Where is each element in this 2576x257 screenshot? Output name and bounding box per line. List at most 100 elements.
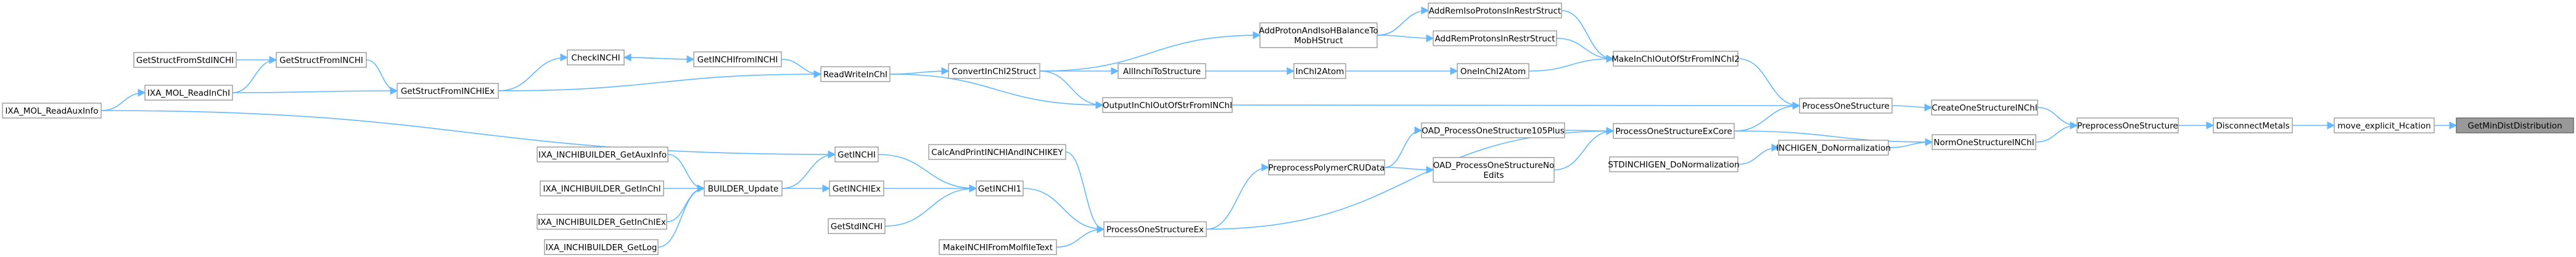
node-label: ConvertInChI2Struct — [952, 67, 1036, 77]
node-box — [544, 239, 659, 255]
node-inchigen-donormalization[interactable]: INCHIGEN_DoNormalization — [1776, 140, 1891, 156]
node-makeinchioutofstrfrominchi2[interactable]: MakeInChIOutOfStrFromINChI2 — [1611, 51, 1740, 67]
edge-processonestructure-to-createonestructureinchi — [1891, 103, 1933, 112]
node-label: IXA_INCHIBUILDER_GetAuxInfo — [538, 150, 667, 160]
node-label: GetINCHI1 — [978, 184, 1021, 194]
node-getinchi[interactable]: GetINCHI — [834, 146, 879, 162]
edge-getstdinchi-to-getinchi1 — [884, 184, 977, 227]
edge-createonestructureinchi-to-preprocessonestructure — [2037, 107, 2078, 130]
node-box — [820, 66, 891, 82]
node-addremisoprotonsinrestrstruct[interactable]: AddRemIsoProtonsInRestrStruct — [1428, 2, 1562, 19]
node-label: INCHIGEN_DoNormalization — [1776, 143, 1891, 153]
node-box — [1613, 123, 1735, 139]
node-makeinchifrommolfiletext[interactable]: MakeINCHIFromMolfileText — [939, 239, 1057, 255]
node-normonestructureinchi[interactable]: NormOneStructureINChI — [1932, 134, 2036, 150]
edge-ixa-mol-readinchi-to-getstructfrominchiex — [232, 86, 398, 95]
edge-readwriteinchi-to-convertinchi2struct — [889, 67, 950, 75]
edge-outputinchioutofstrfrominchi-to-processonestructure — [1232, 101, 1801, 110]
node-label: OAD_ProcessOneStructure105Plus — [1422, 126, 1565, 136]
node-box — [1117, 63, 1206, 79]
node-box — [1457, 63, 1529, 79]
node-label: OAD_ProcessOneStructureNo — [1433, 161, 1555, 171]
node-processonestructureexcore[interactable]: ProcessOneStructureExCore — [1613, 123, 1735, 139]
node-checkinchi[interactable]: CheckINCHI — [567, 49, 625, 65]
node-ixa-inchibuilder-getinchiex[interactable]: IXA_INCHIBUILDER_GetInChIEx — [537, 214, 667, 230]
edge-processonestructureex-to-preprocesspolymercrudata — [1206, 163, 1270, 230]
node-move-explicit-hcation[interactable]: move_explicit_Hcation — [2334, 117, 2435, 133]
edge-ixa-mol-readauxinfo-to-ixa-mol-readinchi — [101, 88, 146, 111]
node-ixa-inchibuilder-getinchi[interactable]: IXA_INCHIBUILDER_GetInChI — [540, 180, 664, 196]
node-builder-update[interactable]: BUILDER_Update — [704, 180, 783, 196]
edge-preprocesspolymercrudata-to-oad-processonestructurenoedits — [1384, 166, 1434, 174]
node-inchi2atom[interactable]: InChI2Atom — [1293, 63, 1346, 79]
node-disconnectmetals[interactable]: DisconnectMetals — [2213, 117, 2293, 133]
node-box — [976, 180, 1024, 196]
node-getstructfrominchi[interactable]: GetStructFromINCHI — [276, 52, 367, 68]
edge-preprocesspolymercrudata-to-oad-processonestructure105plus — [1384, 126, 1423, 168]
edge-makeinchifrommolfiletext-to-processonestructureex — [1056, 225, 1105, 248]
node-preprocesspolymercrudata[interactable]: PreprocessPolymerCRUData — [1268, 159, 1385, 175]
edge-inchigen-donormalization-to-normonestructureinchi — [1888, 138, 1933, 148]
node-label: MakeInChIOutOfStrFromINChI2 — [1611, 54, 1739, 64]
node-getstructfrominchiex[interactable]: GetStructFromINCHIEx — [397, 83, 499, 99]
node-label: GetStructFromINCHI — [279, 56, 363, 65]
node-preprocessonestructure[interactable]: PreprocessOneStructure — [2076, 117, 2179, 133]
node-box — [1103, 221, 1207, 237]
node-oad-processonestructure105plus[interactable]: OAD_ProcessOneStructure105Plus — [1421, 122, 1565, 138]
node-processonestructureex[interactable]: ProcessOneStructureEx — [1103, 221, 1207, 237]
node-getmindistdistribution[interactable]: GetMinDistDistribution — [2456, 117, 2574, 133]
node-allinchitostructure[interactable]: AllInchiToStructure — [1117, 63, 1206, 79]
edge-addprotonandisohbalancetomobhstruct-to-addremprotonsinrestrstruct — [1376, 34, 1434, 43]
node-box — [939, 239, 1057, 255]
node-getstdinchi[interactable]: GetStdINCHI — [828, 218, 886, 234]
node-box — [537, 146, 669, 162]
node-label: IXA_INCHIBUILDER_GetInChI — [543, 184, 660, 194]
node-ixa-inchibuilder-getlog[interactable]: IXA_INCHIBUILDER_GetLog — [544, 239, 659, 255]
node-box — [829, 180, 884, 196]
node-label: GetStructFromINCHIEx — [401, 86, 495, 96]
node-readwriteinchi[interactable]: ReadWriteInChI — [820, 66, 891, 82]
node-label: AddRemProtonsInRestrStruct — [1434, 34, 1555, 44]
node-box — [1421, 122, 1565, 138]
node-box — [1102, 97, 1233, 113]
node-box — [2456, 117, 2574, 133]
node-convertinchi2struct[interactable]: ConvertInChI2Struct — [948, 63, 1040, 79]
edge-normonestructureinchi-to-preprocessonestructure — [2035, 121, 2078, 143]
edge-convertinchi2struct-to-addprotonandisohbalancetomobhstruct — [1039, 31, 1261, 72]
node-box — [2, 103, 102, 119]
node-label: OneInChI2Atom — [1460, 67, 1526, 77]
node-box — [948, 63, 1040, 79]
node-box — [1931, 99, 2038, 116]
node-getinchifrominchi[interactable]: GetINCHIfromINCHI — [693, 51, 782, 67]
node-getinchiex[interactable]: GetINCHIEx — [829, 180, 884, 196]
node-box — [1433, 30, 1557, 46]
node-createonestructureinchi[interactable]: CreateOneStructureINChI — [1931, 99, 2038, 116]
node-stdinchigen-donormalization[interactable]: STDINCHIGEN_DoNormalization — [1608, 156, 1740, 172]
node-box — [1428, 2, 1562, 19]
node-ixa-mol-readinchi[interactable]: IXA_MOL_ReadInChI — [144, 85, 233, 101]
edge-getinchi1-to-processonestructureex — [1023, 188, 1105, 234]
node-ixa-inchibuilder-getauxinfo[interactable]: IXA_INCHIBUILDER_GetAuxInfo — [537, 146, 669, 162]
node-label: IXA_MOL_ReadAuxInfo — [5, 106, 98, 116]
node-label: IXA_INCHIBUILDER_GetInChIEx — [538, 217, 666, 227]
node-addremprotonsinrestrstruct[interactable]: AddRemProtonsInRestrStruct — [1433, 30, 1557, 46]
node-calcandprintinchiandinchikey[interactable]: CalcAndPrintINCHIAndINCHIKEY — [928, 144, 1066, 160]
node-box — [1268, 159, 1385, 175]
node-outputinchioutofstrfrominchi[interactable]: OutputInChIOutOfStrFromINChI — [1102, 97, 1233, 113]
node-getstructfromstdinchi[interactable]: GetStructFromStdINCHI — [133, 52, 237, 68]
node-label: GetINCHI — [837, 150, 876, 160]
node-box — [828, 218, 886, 234]
node-processonestructure[interactable]: ProcessOneStructure — [1799, 98, 1893, 114]
node-label: AddRemIsoProtonsInRestrStruct — [1429, 6, 1561, 16]
edge-ixa-inchibuilder-getlog-to-builder-update — [657, 184, 706, 248]
edge-getstructfrominchiex-to-readwriteinchi — [498, 70, 822, 91]
node-getinchi1[interactable]: GetINCHI1 — [976, 180, 1024, 196]
edge-convertinchi2struct-to-outputinchioutofstrfrominchi — [1039, 70, 1104, 109]
node-label: GetStructFromStdINCHI — [136, 56, 234, 65]
node-oneinchi2atom[interactable]: OneInChI2Atom — [1457, 63, 1529, 79]
node-label: BUILDER_Update — [708, 184, 779, 194]
node-ixa-mol-readauxinfo[interactable]: IXA_MOL_ReadAuxInfo — [2, 103, 102, 119]
node-label: CreateOneStructureINChI — [1932, 103, 2037, 113]
